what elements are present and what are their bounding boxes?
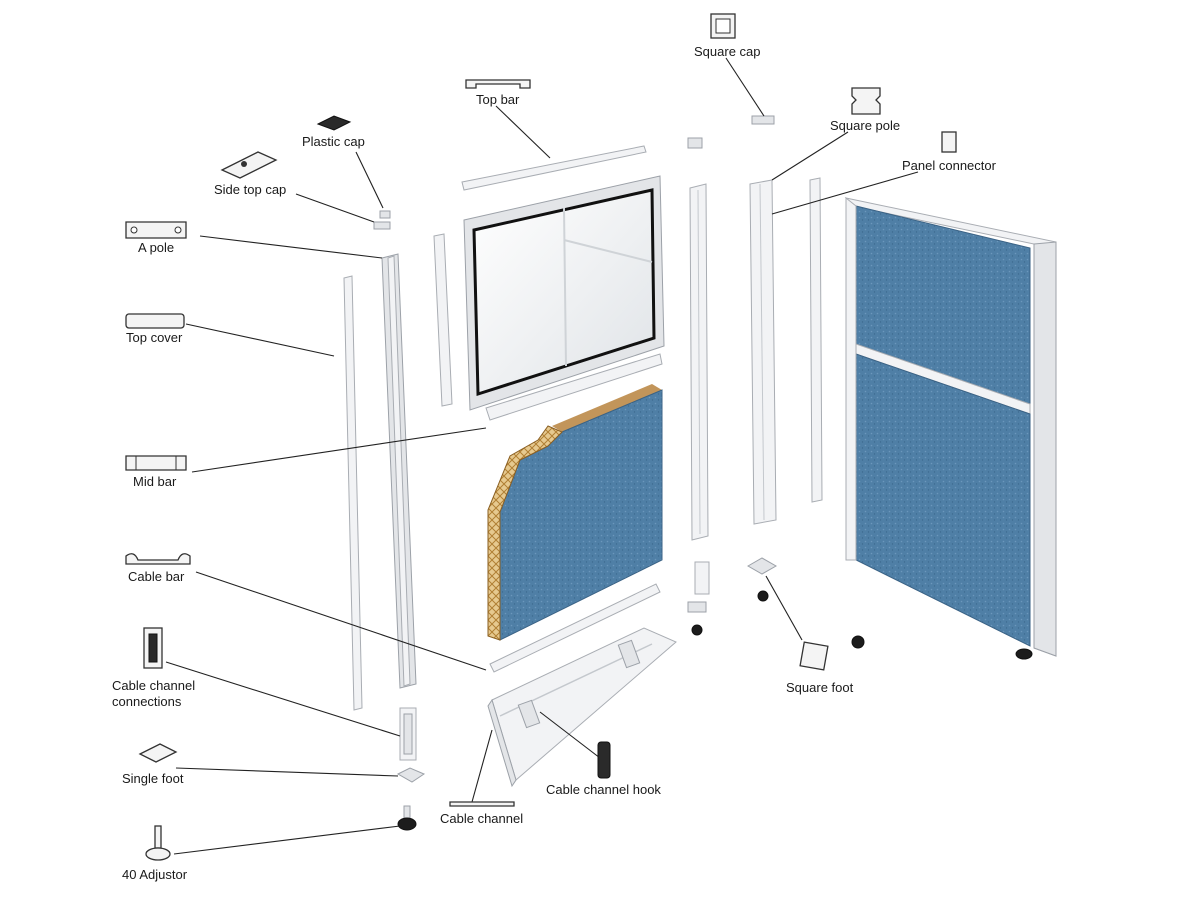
- cable-channel-connection-part: [399, 707, 417, 761]
- label-forty-adjustor: 40 Adjustor: [122, 867, 188, 882]
- fabric-panel-cutaway: [487, 384, 663, 641]
- label-a-pole: A pole: [138, 240, 174, 255]
- glass-panel: [463, 175, 665, 411]
- top-bar-part: [461, 145, 647, 191]
- label-square-foot: Square foot: [786, 680, 854, 695]
- label-cable-channel-connections-line2: connections: [112, 694, 182, 709]
- a-pole-part: [381, 253, 417, 689]
- leader-lines: [165, 57, 919, 855]
- square-cap-icon: [710, 13, 736, 39]
- center-pole-part: [689, 183, 709, 541]
- center-pole-cap: [687, 137, 703, 149]
- top-cover-icon: [125, 313, 185, 329]
- mid-bar-part: [485, 353, 663, 421]
- label-panel-connector: Panel connector: [902, 158, 997, 173]
- cable-channel-hook-icon: [597, 741, 611, 779]
- label-cable-channel-connections-line1: Cable channel: [112, 678, 195, 693]
- top-bar-icon: [465, 79, 531, 89]
- mid-bar-icon: [125, 455, 187, 471]
- plastic-cap-part: [379, 210, 391, 219]
- cable-bar-part: [489, 583, 661, 673]
- label-square-cap: Square cap: [694, 44, 761, 59]
- glass-side-strip: [433, 233, 453, 407]
- label-top-bar: Top bar: [476, 92, 520, 107]
- label-side-top-cap: Side top cap: [214, 182, 286, 197]
- plastic-cap-icon: [316, 115, 352, 131]
- label-square-pole: Square pole: [830, 118, 900, 133]
- right-strip-part: [809, 177, 823, 503]
- cable-bar-icon: [125, 553, 191, 565]
- single-foot-icon: [138, 743, 178, 763]
- label-plastic-cap: Plastic cap: [302, 134, 365, 149]
- a-pole-icon: [125, 221, 187, 239]
- side-top-cap-icon: [220, 151, 278, 179]
- label-single-foot: Single foot: [122, 771, 184, 786]
- forty-adjustor-icon: [145, 825, 171, 861]
- square-foot-icon: [799, 641, 829, 671]
- label-cable-channel-hook: Cable channel hook: [546, 782, 661, 797]
- right-fabric-panel: [844, 196, 1057, 660]
- cable-channel-icon: [449, 801, 515, 807]
- single-foot-part: [396, 767, 426, 783]
- panel-connector-icon: [941, 131, 957, 153]
- square-pole-icon: [851, 87, 881, 115]
- side-top-cap-part: [373, 221, 391, 230]
- label-cable-bar: Cable bar: [128, 569, 185, 584]
- top-cover-part: [343, 275, 363, 711]
- square-pole-part: [749, 115, 777, 525]
- label-cable-channel: Cable channel: [440, 811, 523, 826]
- label-top-cover: Top cover: [126, 330, 183, 345]
- cable-channel-hook-part: [517, 639, 641, 729]
- label-mid-bar: Mid bar: [133, 474, 177, 489]
- adjustor-part: [397, 805, 417, 831]
- center-connection-part: [687, 561, 710, 636]
- square-foot-part: [746, 557, 778, 602]
- cable-channel-connections-icon: [143, 627, 163, 669]
